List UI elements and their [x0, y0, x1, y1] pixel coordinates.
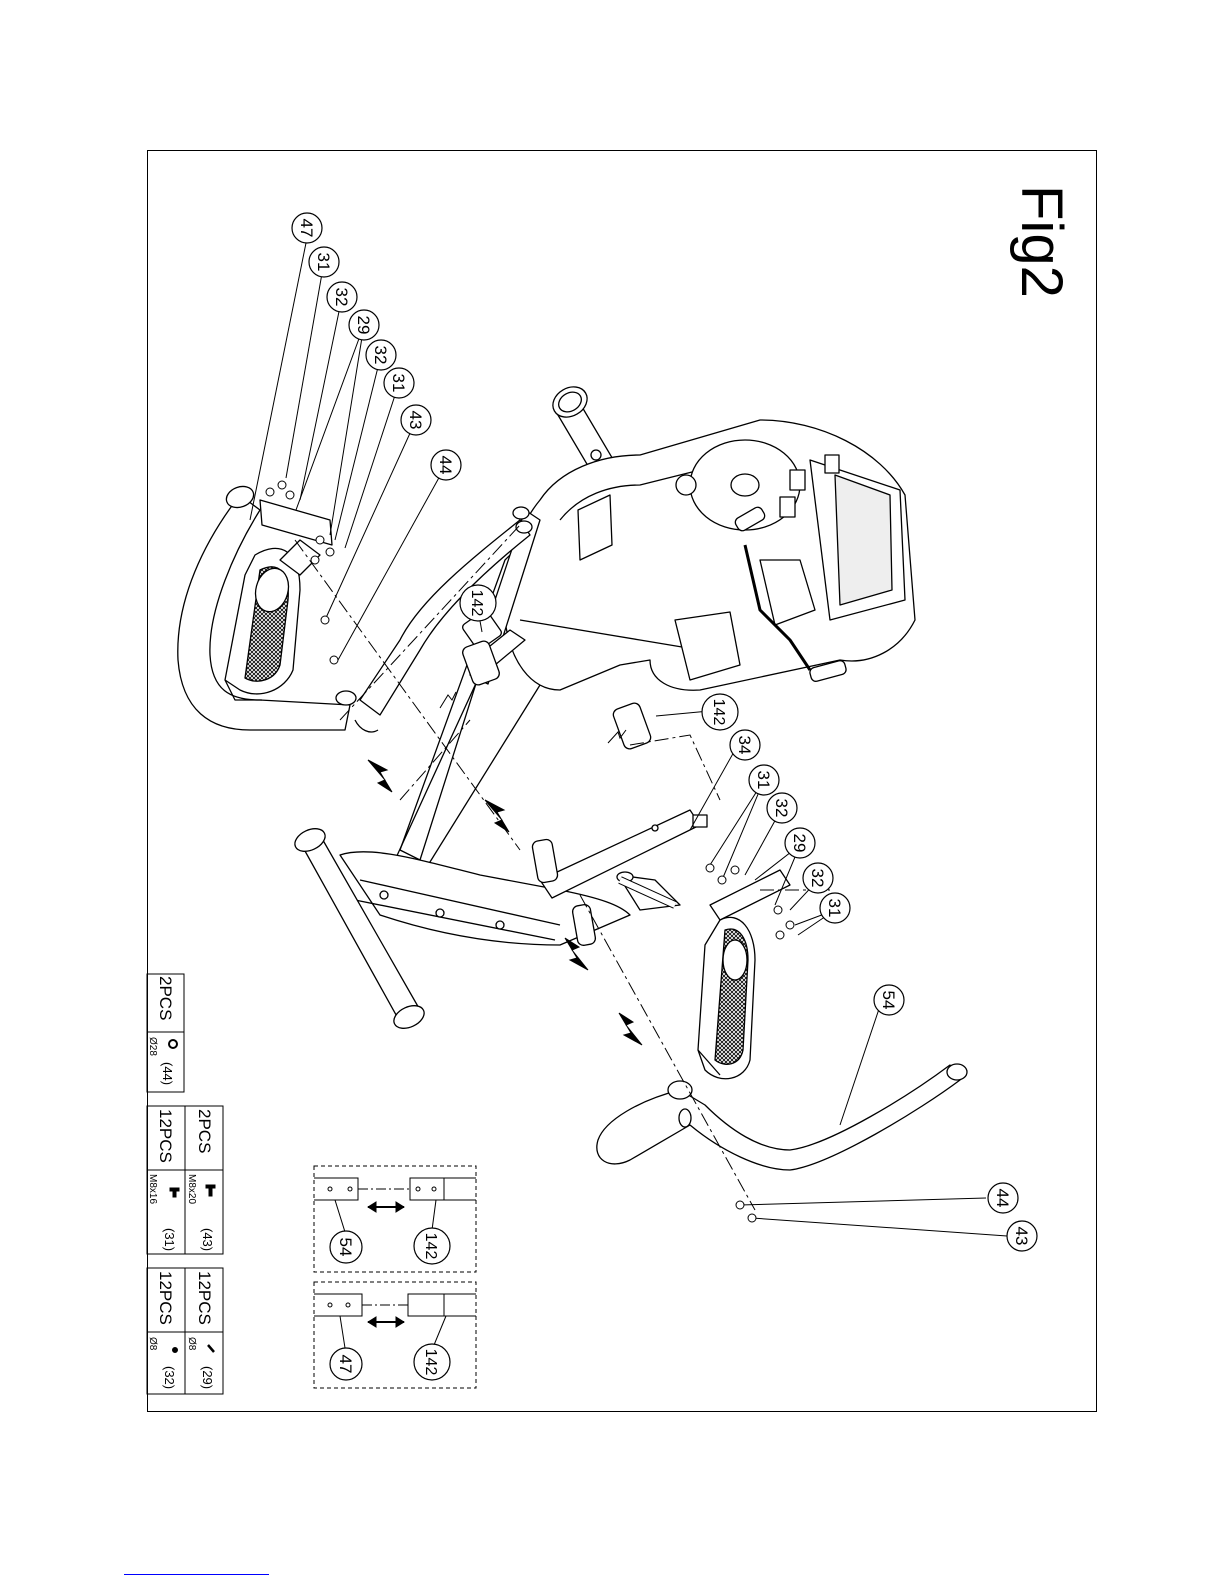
callout-label: 142	[422, 1349, 439, 1376]
hw-qty-29: 12PCS	[195, 1271, 214, 1325]
callout-47: 47	[292, 213, 322, 243]
callout-31: 31	[820, 893, 850, 923]
callout-label: 142	[710, 699, 727, 726]
hw-ref-29: (29)	[200, 1366, 215, 1389]
callout-32: 32	[767, 793, 797, 823]
washer-icon	[173, 1348, 178, 1353]
callout-label: 44	[993, 1189, 1012, 1208]
figure-title: Fig2	[1009, 185, 1074, 298]
hw-spec-43: M8x20	[186, 1174, 197, 1204]
callout-label: 31	[754, 771, 773, 790]
callout-142: 142	[414, 1344, 450, 1380]
hw-ref-32: (32)	[162, 1366, 177, 1389]
hw-spec-29: Ø8	[186, 1337, 197, 1351]
callout-43: 43	[1007, 1221, 1037, 1251]
callout-32: 32	[327, 282, 357, 312]
detail-callouts: 54 142 47 142	[330, 1228, 450, 1380]
callout-32: 32	[803, 863, 833, 893]
washer-icon	[208, 1345, 214, 1352]
callout-29: 29	[349, 310, 379, 340]
callout-31: 31	[749, 765, 779, 795]
callout-label: 142	[422, 1233, 439, 1260]
callout-142: 142	[414, 1228, 450, 1264]
washer-icon	[169, 1040, 177, 1048]
callout-31: 31	[384, 368, 414, 398]
hw-ref-43: (43)	[200, 1228, 215, 1251]
callout-label: 44	[436, 456, 455, 475]
callout-44: 44	[988, 1183, 1018, 1213]
callout-label: 142	[468, 590, 485, 617]
callout-142: 142	[460, 585, 496, 621]
hw-qty-44: 2PCS	[156, 976, 175, 1020]
footer-link-rule	[124, 1574, 269, 1575]
callout-label: 54	[336, 1238, 355, 1257]
hw-qty-43: 2PCS	[195, 1109, 214, 1153]
hw-ref-31: (31)	[162, 1228, 177, 1251]
callout-label: 31	[389, 374, 408, 393]
bolt-cap	[170, 1188, 179, 1191]
callout-label: 32	[808, 869, 827, 888]
callout-32: 32	[366, 340, 396, 370]
hw-qty-32: 12PCS	[156, 1271, 175, 1325]
hw-spec-44: Ø28	[147, 1037, 158, 1056]
callout-label: 29	[354, 316, 373, 335]
callout-label: 47	[336, 1355, 355, 1374]
hw-spec-31: M8x16	[147, 1174, 158, 1204]
callout-label: 34	[735, 736, 754, 755]
callout-label: 47	[297, 219, 316, 238]
callout-label: 43	[1012, 1227, 1031, 1246]
callout-label: 32	[332, 288, 351, 307]
callout-label: 32	[371, 346, 390, 365]
callout-29: 29	[785, 828, 815, 858]
hardware-table-text: 2PCS Ø28 (44) 2PCS M8x20 (43) 12PCS M8x1…	[147, 976, 215, 1389]
right-handlebar-assembly	[597, 870, 967, 1170]
hw-spec-32: Ø8	[147, 1337, 158, 1351]
callout-label: 31	[314, 253, 333, 272]
callout-label: 29	[790, 834, 809, 853]
callout-44: 44	[431, 450, 461, 480]
callout-label: 31	[825, 899, 844, 918]
callout-31: 31	[309, 247, 339, 277]
callout-43: 43	[401, 405, 431, 435]
bolt-cap	[206, 1185, 215, 1188]
hw-ref-44: (44)	[160, 1062, 175, 1085]
callout-label: 43	[406, 411, 425, 430]
callout-54: 54	[330, 1231, 362, 1263]
callout-label: 32	[772, 799, 791, 818]
callout-label: 54	[879, 991, 898, 1010]
callout-47: 47	[330, 1348, 362, 1380]
hw-qty-31: 12PCS	[156, 1109, 175, 1163]
callout-142: 142	[702, 694, 738, 730]
callout-54: 54	[874, 985, 904, 1015]
callout-34: 34	[730, 730, 760, 760]
